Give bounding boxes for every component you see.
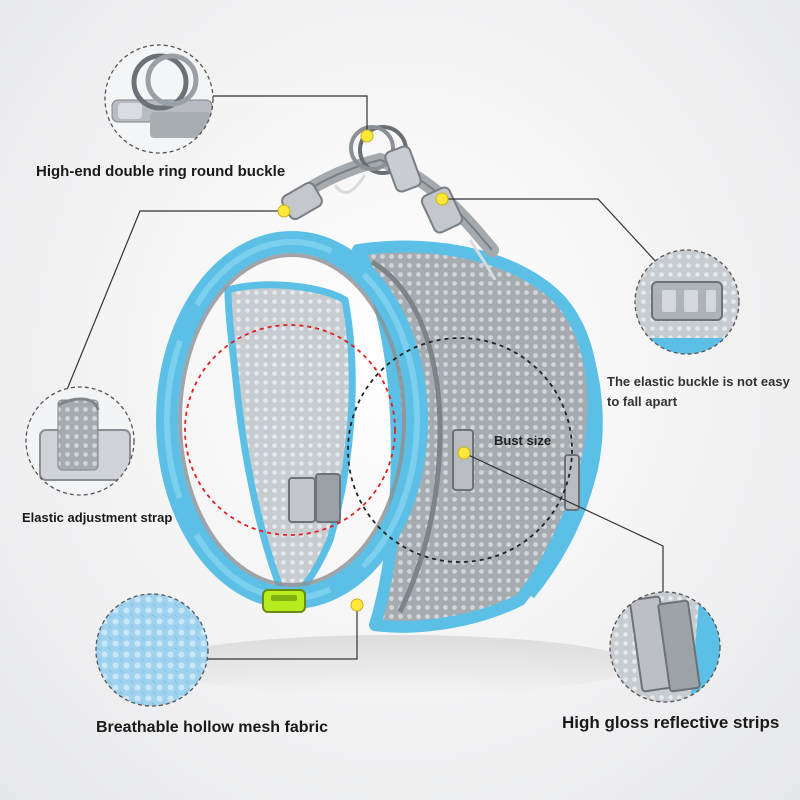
- marker-buckle: [435, 192, 449, 206]
- dog-harness: [156, 125, 603, 633]
- leader-strap: [65, 210, 284, 393]
- reflective-strap-right: [452, 429, 474, 491]
- mesh-fabric-swatch: [95, 593, 209, 707]
- leash-cord: [333, 174, 497, 281]
- ring-holder-buckle: [384, 145, 422, 193]
- marker-reflect: [457, 446, 471, 460]
- callout-markers: [277, 129, 471, 612]
- side-release-buckle-icon: [634, 249, 740, 355]
- double-ring-icon: [104, 44, 214, 154]
- d-ring-front: [349, 125, 395, 171]
- bust-circle-back: [347, 337, 573, 563]
- leader-lines: [65, 95, 664, 660]
- leader-mesh: [208, 607, 358, 660]
- ground-shadow: [155, 635, 635, 695]
- label-ring-buckle: High-end double ring round buckle: [36, 163, 286, 180]
- neon-clip-slot: [271, 595, 297, 601]
- label-bust-size: Bust size: [494, 433, 552, 448]
- label-adjust-strap: Elastic adjustment strap: [22, 510, 173, 525]
- bust-circle-front: [184, 324, 396, 536]
- marker-ring: [360, 129, 374, 143]
- leader-buckle: [442, 198, 660, 266]
- vest-inner-edge: [370, 259, 443, 614]
- adjustment-strap-icon: [25, 386, 135, 496]
- reflective-strap-far: [564, 454, 580, 511]
- marker-mesh: [350, 598, 364, 612]
- vest-back-panel: [352, 240, 600, 633]
- marker-strap: [277, 204, 291, 218]
- reflective-strip-swatch: [609, 591, 721, 703]
- label-reflective: High gloss reflective strips: [562, 713, 780, 732]
- label-elastic-buckle: The elastic buckle is not easy to fall a…: [607, 374, 790, 409]
- leader-reflect: [463, 452, 664, 594]
- label-mesh-fabric: Breathable hollow mesh fabric: [96, 719, 329, 736]
- reflective-strap-left: [288, 477, 316, 523]
- vest-chest-panel: [224, 281, 356, 605]
- back-leg-ring: [526, 296, 603, 599]
- front-ring-inner-edge: [178, 253, 406, 587]
- leader-ring: [213, 95, 368, 133]
- reflective-strap-center: [315, 473, 341, 523]
